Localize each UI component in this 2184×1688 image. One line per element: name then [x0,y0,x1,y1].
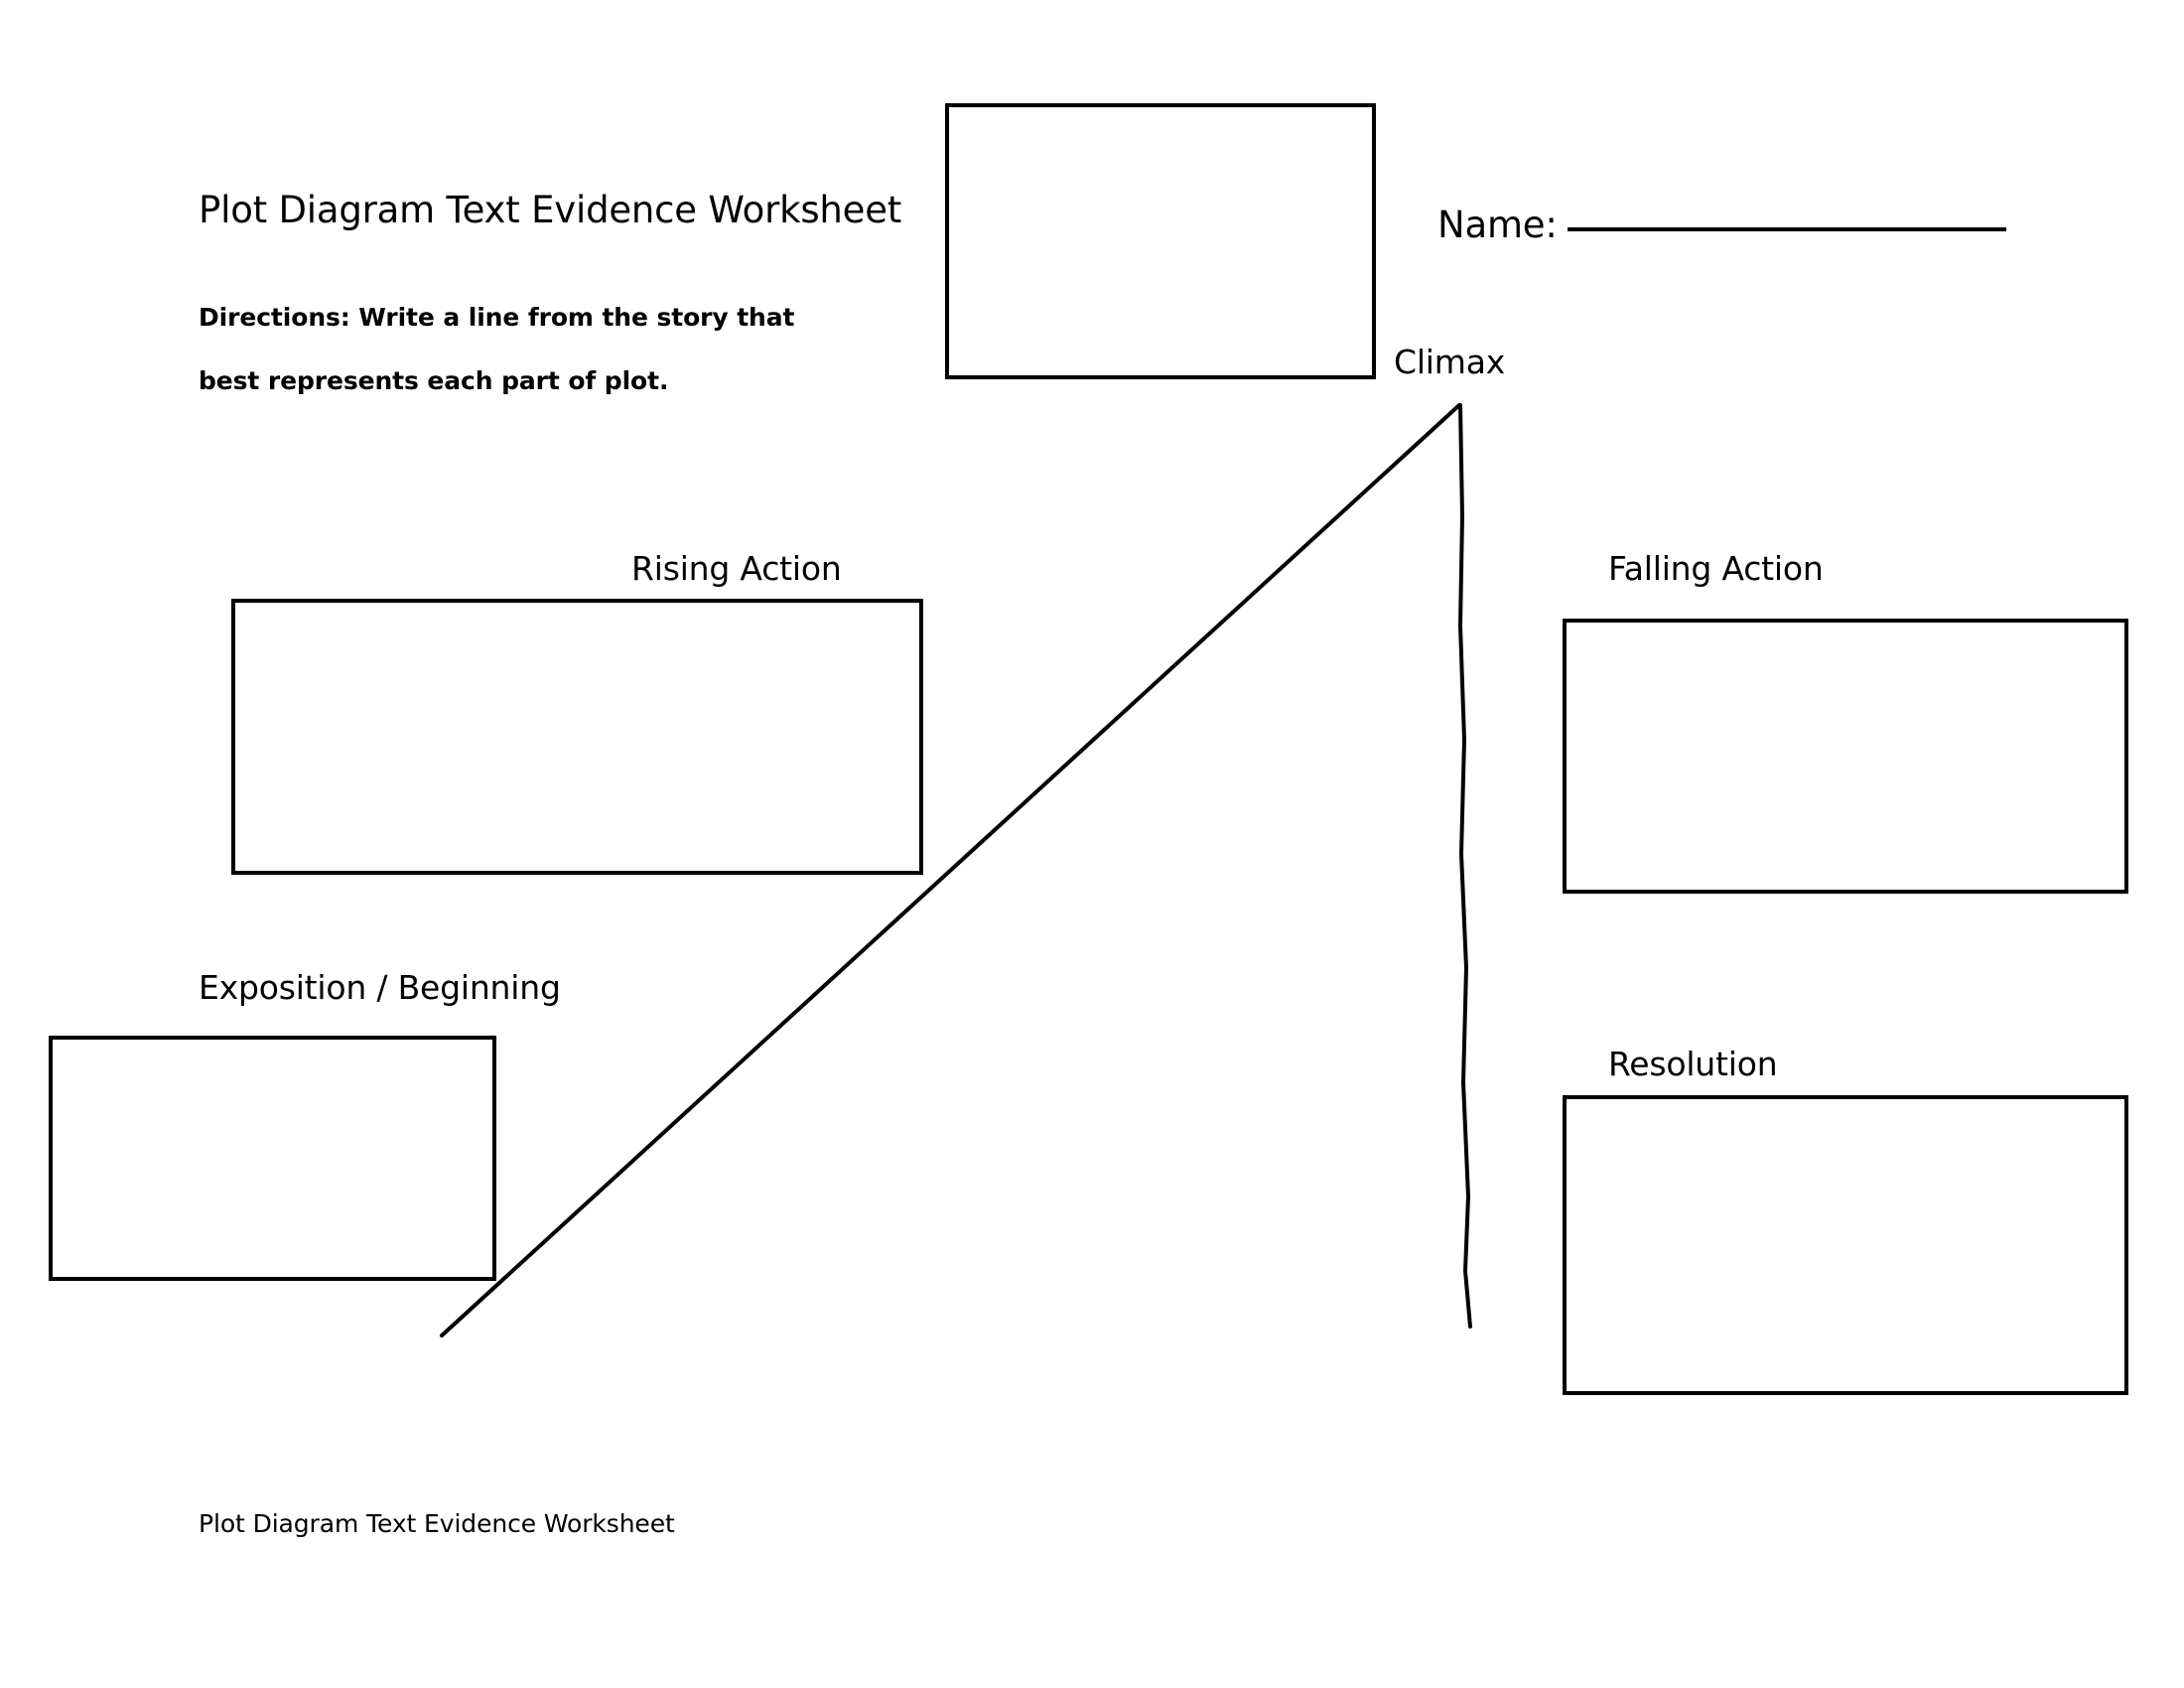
answer-box-exposition[interactable] [49,1036,496,1281]
falling-action-line [1458,403,1472,1329]
label-rising-action: Rising Action [631,549,842,588]
page-title: Plot Diagram Text Evidence Worksheet [199,189,902,231]
answer-box-resolution[interactable] [1563,1095,2128,1395]
name-field-group[interactable]: Name: [1437,204,2006,246]
name-label: Name: [1437,204,1558,246]
answer-box-falling-action[interactable] [1563,619,2128,894]
label-climax: Climax [1394,343,1506,381]
label-falling-action: Falling Action [1608,549,1824,588]
directions-text: Directions: Write a line from the story … [199,303,795,395]
answer-box-climax[interactable] [945,103,1376,379]
footer-title: Plot Diagram Text Evidence Worksheet [199,1509,675,1538]
label-exposition: Exposition / Beginning [199,968,561,1007]
answer-box-rising-action[interactable] [231,599,923,875]
name-input[interactable] [1567,227,2006,231]
label-resolution: Resolution [1608,1045,1778,1083]
